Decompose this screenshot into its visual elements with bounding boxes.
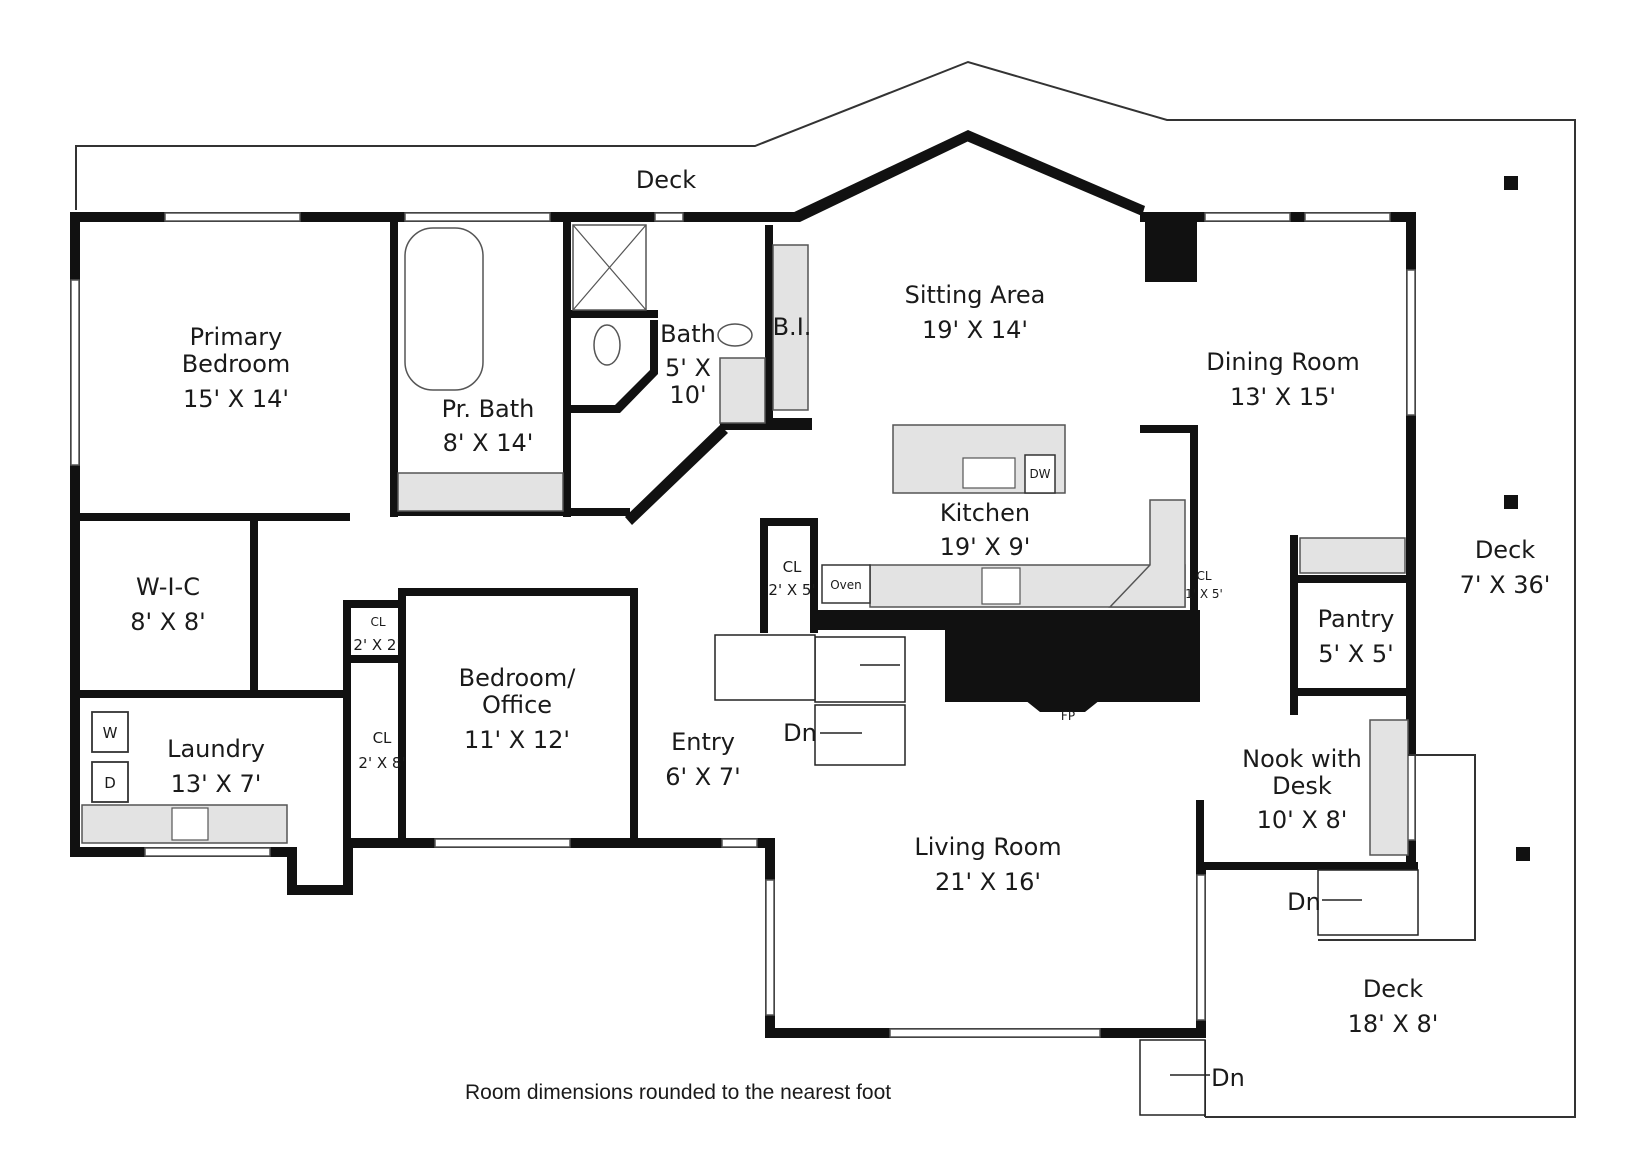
deck-bottom-name: Deck — [1363, 975, 1423, 1003]
posts — [1504, 176, 1530, 861]
deck-right-name: Deck — [1475, 536, 1535, 564]
dimensions-note: Room dimensions rounded to the nearest f… — [465, 1081, 891, 1104]
pr-bath-dims: 8' X 14' — [443, 429, 534, 457]
interior-walls — [70, 212, 1416, 870]
stair-down-deck: Dn — [1211, 1064, 1245, 1092]
primary-bedroom-name-1: Primary — [190, 323, 283, 351]
bedroom-office-name-2: Office — [482, 691, 552, 719]
wic-name: W-I-C — [136, 573, 200, 601]
nook-dims: 10' X 8' — [1257, 806, 1348, 834]
washer-label: W — [103, 724, 118, 742]
bedroom-office-name-1: Bedroom/ — [459, 664, 577, 692]
kitchen-closet-right-name: CL — [1196, 569, 1211, 583]
bath-dims-2: 10' — [669, 381, 706, 409]
laundry-dims: 13' X 7' — [171, 770, 262, 798]
nook-name-1: Nook with — [1242, 745, 1362, 773]
sitting-area-name: Sitting Area — [905, 281, 1046, 309]
primary-bedroom-dims: 15' X 14' — [183, 385, 289, 413]
kitchen-dims: 19' X 9' — [940, 533, 1031, 561]
entry-dims: 6' X 7' — [665, 763, 740, 791]
windows — [70, 212, 1416, 1038]
deck-top-name: Deck — [636, 166, 696, 194]
sitting-area-dims: 19' X 14' — [922, 316, 1028, 344]
fixtures — [81, 224, 1409, 856]
pantry-name: Pantry — [1318, 605, 1395, 633]
entry-name: Entry — [671, 728, 735, 756]
living-room-name: Living Room — [914, 833, 1061, 861]
pr-bath-name: Pr. Bath — [442, 395, 535, 423]
exterior-walls — [70, 130, 1418, 1038]
deck-outline — [75, 60, 1576, 1118]
bath-name: Bath — [660, 320, 716, 348]
hall-closet-name: CL — [373, 729, 392, 747]
primary-bedroom-name-2: Bedroom — [182, 350, 291, 378]
kitchen-closet-left-name: CL — [783, 558, 802, 576]
hall-closet-small-dims: 2' X 2' — [353, 636, 400, 654]
nook-name-2: Desk — [1272, 772, 1332, 800]
stair-down-center: Dn — [783, 719, 817, 747]
kitchen-closet-left-dims: 2' X 5' — [768, 581, 815, 599]
wic-dims: 8' X 8' — [130, 608, 205, 636]
dryer-label: D — [104, 774, 116, 792]
bi-name: B.I. — [773, 313, 812, 341]
kitchen-closet-right-dims: 1' X 5' — [1185, 587, 1223, 601]
hall-closet-dims: 2' X 8' — [358, 754, 405, 772]
stair-down-nook: Dn — [1287, 888, 1321, 916]
living-room-dims: 21' X 16' — [935, 868, 1041, 896]
fireplace-label: FP — [1061, 709, 1075, 723]
hall-closet-small-name: CL — [370, 615, 385, 629]
stairs — [714, 634, 1476, 1116]
dining-room-dims: 13' X 15' — [1230, 383, 1336, 411]
dining-room-name: Dining Room — [1206, 348, 1359, 376]
bath-dims-1: 5' X — [665, 354, 711, 382]
deck-right-dims: 7' X 36' — [1460, 571, 1551, 599]
bedroom-office-dims: 11' X 12' — [464, 726, 570, 754]
deck-bottom-dims: 18' X 8' — [1348, 1010, 1439, 1038]
pantry-dims: 5' X 5' — [1318, 640, 1393, 668]
oven-label: Oven — [830, 578, 862, 592]
dishwasher-label: DW — [1029, 467, 1050, 481]
laundry-name: Laundry — [167, 735, 265, 763]
kitchen-name: Kitchen — [940, 499, 1030, 527]
